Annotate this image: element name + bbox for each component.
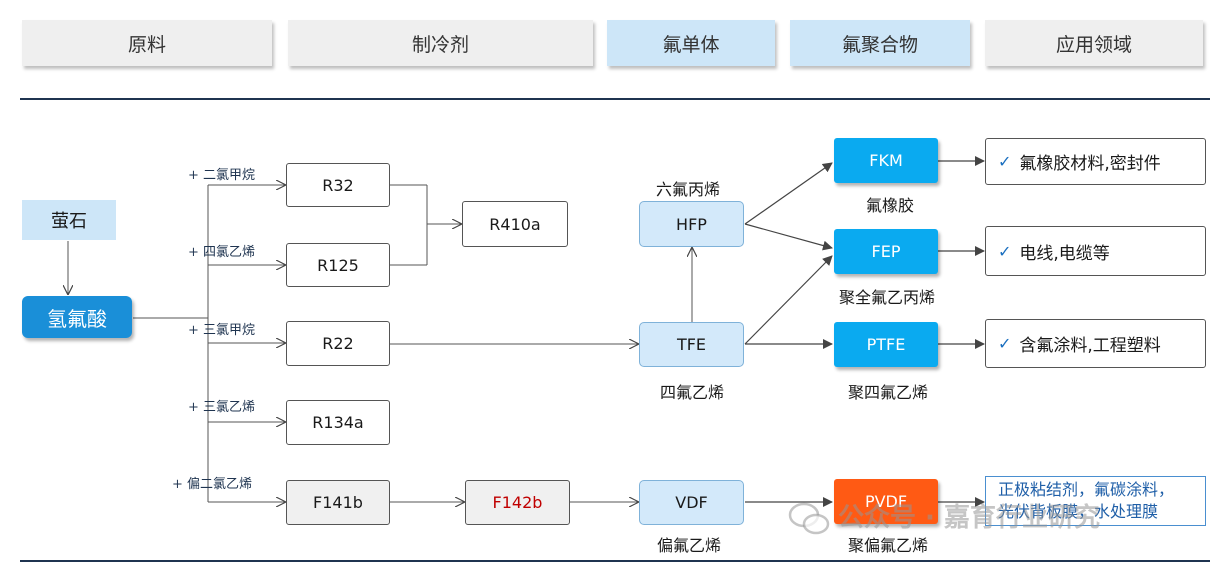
label-fluororubber: 氟橡胶 [866,196,915,215]
node-r125: R125 [286,243,390,287]
header-fluoropolymers: 氟聚合物 [790,20,970,66]
app-ptfe-text: 含氟涂料,工程塑料 [1019,336,1161,356]
app-fkm: ✓ 氟橡胶材料,密封件 [985,138,1206,185]
bottom-divider [20,560,1210,562]
app-fep: ✓ 电线,电缆等 [985,226,1206,276]
additive-vinylidene-chloride: + 偏二氯乙烯 [172,477,253,492]
node-fkm: FKM [834,138,938,183]
additive-dichloromethane: + 二氯甲烷 [188,168,256,183]
node-f142b: F142b [465,480,570,525]
node-fluorite: 萤石 [22,200,116,240]
label-fep: 聚全氟乙丙烯 [839,288,936,307]
header-raw-materials: 原料 [22,20,272,66]
node-f141b: F141b [286,480,390,525]
label-tetrafluoroethylene: 四氟乙烯 [660,383,725,402]
check-icon: ✓ [998,152,1012,171]
additive-tetrachloroethylene: + 四氯乙烯 [188,245,256,260]
header-fluoro-monomers: 氟单体 [607,20,775,66]
app-pvdf-line1: 正极粘结剂，氟碳涂料， [998,480,1175,499]
label-pvdf: 聚偏氟乙烯 [848,536,929,555]
watermark-text: 公众号 · 嘉育行业研究 [838,503,1100,533]
top-divider [20,98,1210,100]
app-fkm-text: 氟橡胶材料,密封件 [1019,154,1161,174]
additive-trichloromethane: + 三氯甲烷 [188,323,256,338]
label-ptfe: 聚四氟乙烯 [848,383,929,402]
check-icon: ✓ [998,241,1012,261]
node-ptfe: PTFE [834,322,938,367]
node-tfe: TFE [639,322,744,367]
wechat-icon [788,502,830,535]
node-hydrofluoric-acid: 氢氟酸 [22,296,132,338]
node-hfp: HFP [639,201,744,247]
header-refrigerants: 制冷剂 [288,20,593,66]
node-r32: R32 [286,163,390,207]
node-vdf: VDF [639,480,744,525]
label-hexafluoropropylene: 六氟丙烯 [656,180,721,199]
label-vinylidene-fluoride: 偏氟乙烯 [657,536,722,555]
check-icon: ✓ [998,334,1012,353]
app-fep-text: 电线,电缆等 [1019,243,1110,264]
app-pvdf: 正极粘结剂，氟碳涂料， 光伏背板膜，水处理膜 [985,476,1206,526]
node-pvdf: PVDF [834,479,938,524]
additive-trichloroethylene: + 三氯乙烯 [188,400,256,415]
app-ptfe: ✓ 含氟涂料,工程塑料 [985,319,1206,368]
node-r410a: R410a [462,201,568,247]
node-r134a: R134a [286,400,390,445]
header-applications: 应用领域 [985,20,1203,66]
app-pvdf-line2: 光伏背板膜，水处理膜 [998,502,1159,521]
node-fep: FEP [834,229,938,274]
node-r22: R22 [286,321,390,366]
